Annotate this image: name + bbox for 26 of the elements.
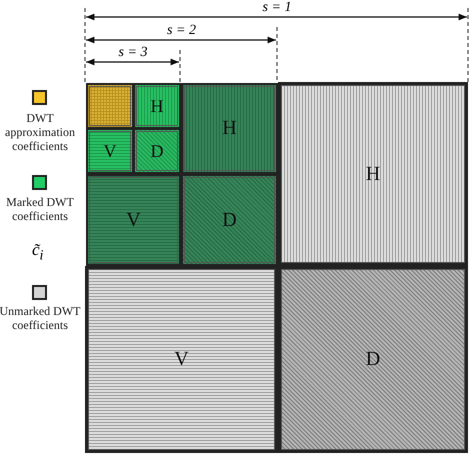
subband-label: V [174,348,189,371]
subband-label: D [150,140,164,162]
subband-label: H [150,96,164,116]
subband-label: D [222,208,237,232]
subband-block [133,83,181,129]
subband-block [86,128,134,174]
subband-block [86,174,181,266]
legend-text: DWT approximation coefficients [4,111,76,153]
subband-block [181,174,278,266]
scale-label: s = 1 [262,0,292,16]
subband-label: H [366,162,380,186]
approximation-block [86,83,134,129]
subband-block [85,266,278,453]
subband-block [278,82,468,266]
subband-label: V [104,140,116,162]
subband-label: D [366,348,380,371]
legend-text: Marked DWT coefficients [5,195,75,223]
scale-label: s = 3 [118,45,148,61]
subband-block [133,128,181,174]
legend-text: Unmarked DWT coefficients [0,304,82,332]
subband-block [181,83,278,174]
subband-label: V [126,208,141,232]
coefficient-symbol: c̃$_{i}$ [32,240,44,264]
scale-label: s = 2 [167,23,196,39]
subband-label: H [222,117,237,140]
subband-block [278,266,468,453]
